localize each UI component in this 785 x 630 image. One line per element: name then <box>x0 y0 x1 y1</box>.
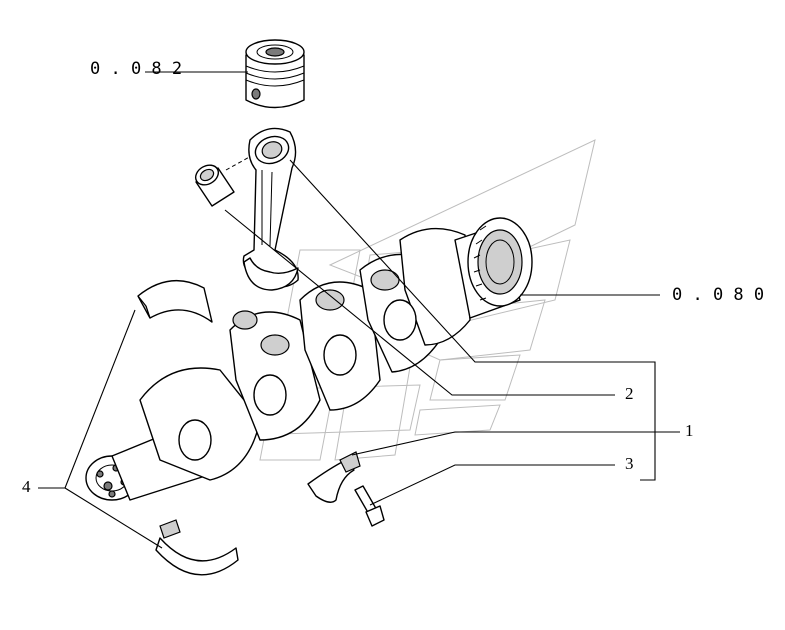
callout-item-2: 2 <box>625 384 634 403</box>
callout-item-3: 3 <box>625 454 634 473</box>
callout-gear-ref: 0 . 0 8 0 <box>672 285 764 305</box>
callout-item-1: 1 <box>685 421 694 440</box>
connecting-rod <box>242 127 299 291</box>
piston <box>245 39 305 109</box>
rod-bolt <box>354 485 385 527</box>
main-bearing-lower <box>155 519 239 576</box>
callout-piston-ref: 0 . 0 8 2 <box>90 59 182 79</box>
small-end-bushing <box>194 149 263 207</box>
callout-item-4: 4 <box>22 477 31 496</box>
crankshaft <box>85 217 533 501</box>
rod-cap <box>307 451 361 503</box>
main-bearing-upper <box>137 279 213 323</box>
leader-lines <box>38 71 680 549</box>
